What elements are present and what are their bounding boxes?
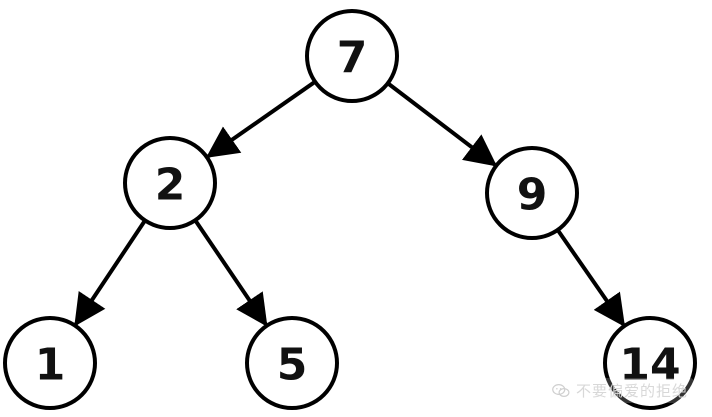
- node-label: 1: [35, 340, 66, 391]
- node-circle: [485, 146, 579, 240]
- tree-node-7: 7: [305, 9, 399, 103]
- nodes: 7 2 9 1 5 14: [3, 9, 697, 410]
- edge-n7-n9: [387, 82, 498, 167]
- tree-node-2: 2: [123, 136, 217, 230]
- watermark: 不要偏爱的拒绝: [545, 378, 694, 403]
- edge-n2-n1: [74, 220, 147, 327]
- node-circle: [3, 316, 97, 410]
- node-circle: [305, 9, 399, 103]
- tree-node-14: 14: [603, 316, 697, 410]
- tree-node-5: 5: [245, 316, 339, 410]
- node-label: 9: [517, 170, 548, 221]
- wechat-icon: [552, 383, 570, 397]
- tree-node-9: 9: [485, 146, 579, 240]
- node-label: 5: [277, 340, 308, 391]
- edge-n2-n5: [194, 219, 268, 327]
- node-circle: [123, 136, 217, 230]
- node-circle: [245, 316, 339, 410]
- watermark-text: 不要偏爱的拒绝: [575, 382, 688, 400]
- edge-n7-n2: [205, 80, 316, 158]
- node-label: 7: [337, 33, 368, 84]
- node-label: 14: [619, 340, 680, 391]
- node-circle: [603, 316, 697, 410]
- edges: [74, 80, 626, 328]
- tree-node-1: 1: [3, 316, 97, 410]
- edge-n9-n14: [556, 229, 626, 328]
- node-label: 2: [155, 160, 186, 211]
